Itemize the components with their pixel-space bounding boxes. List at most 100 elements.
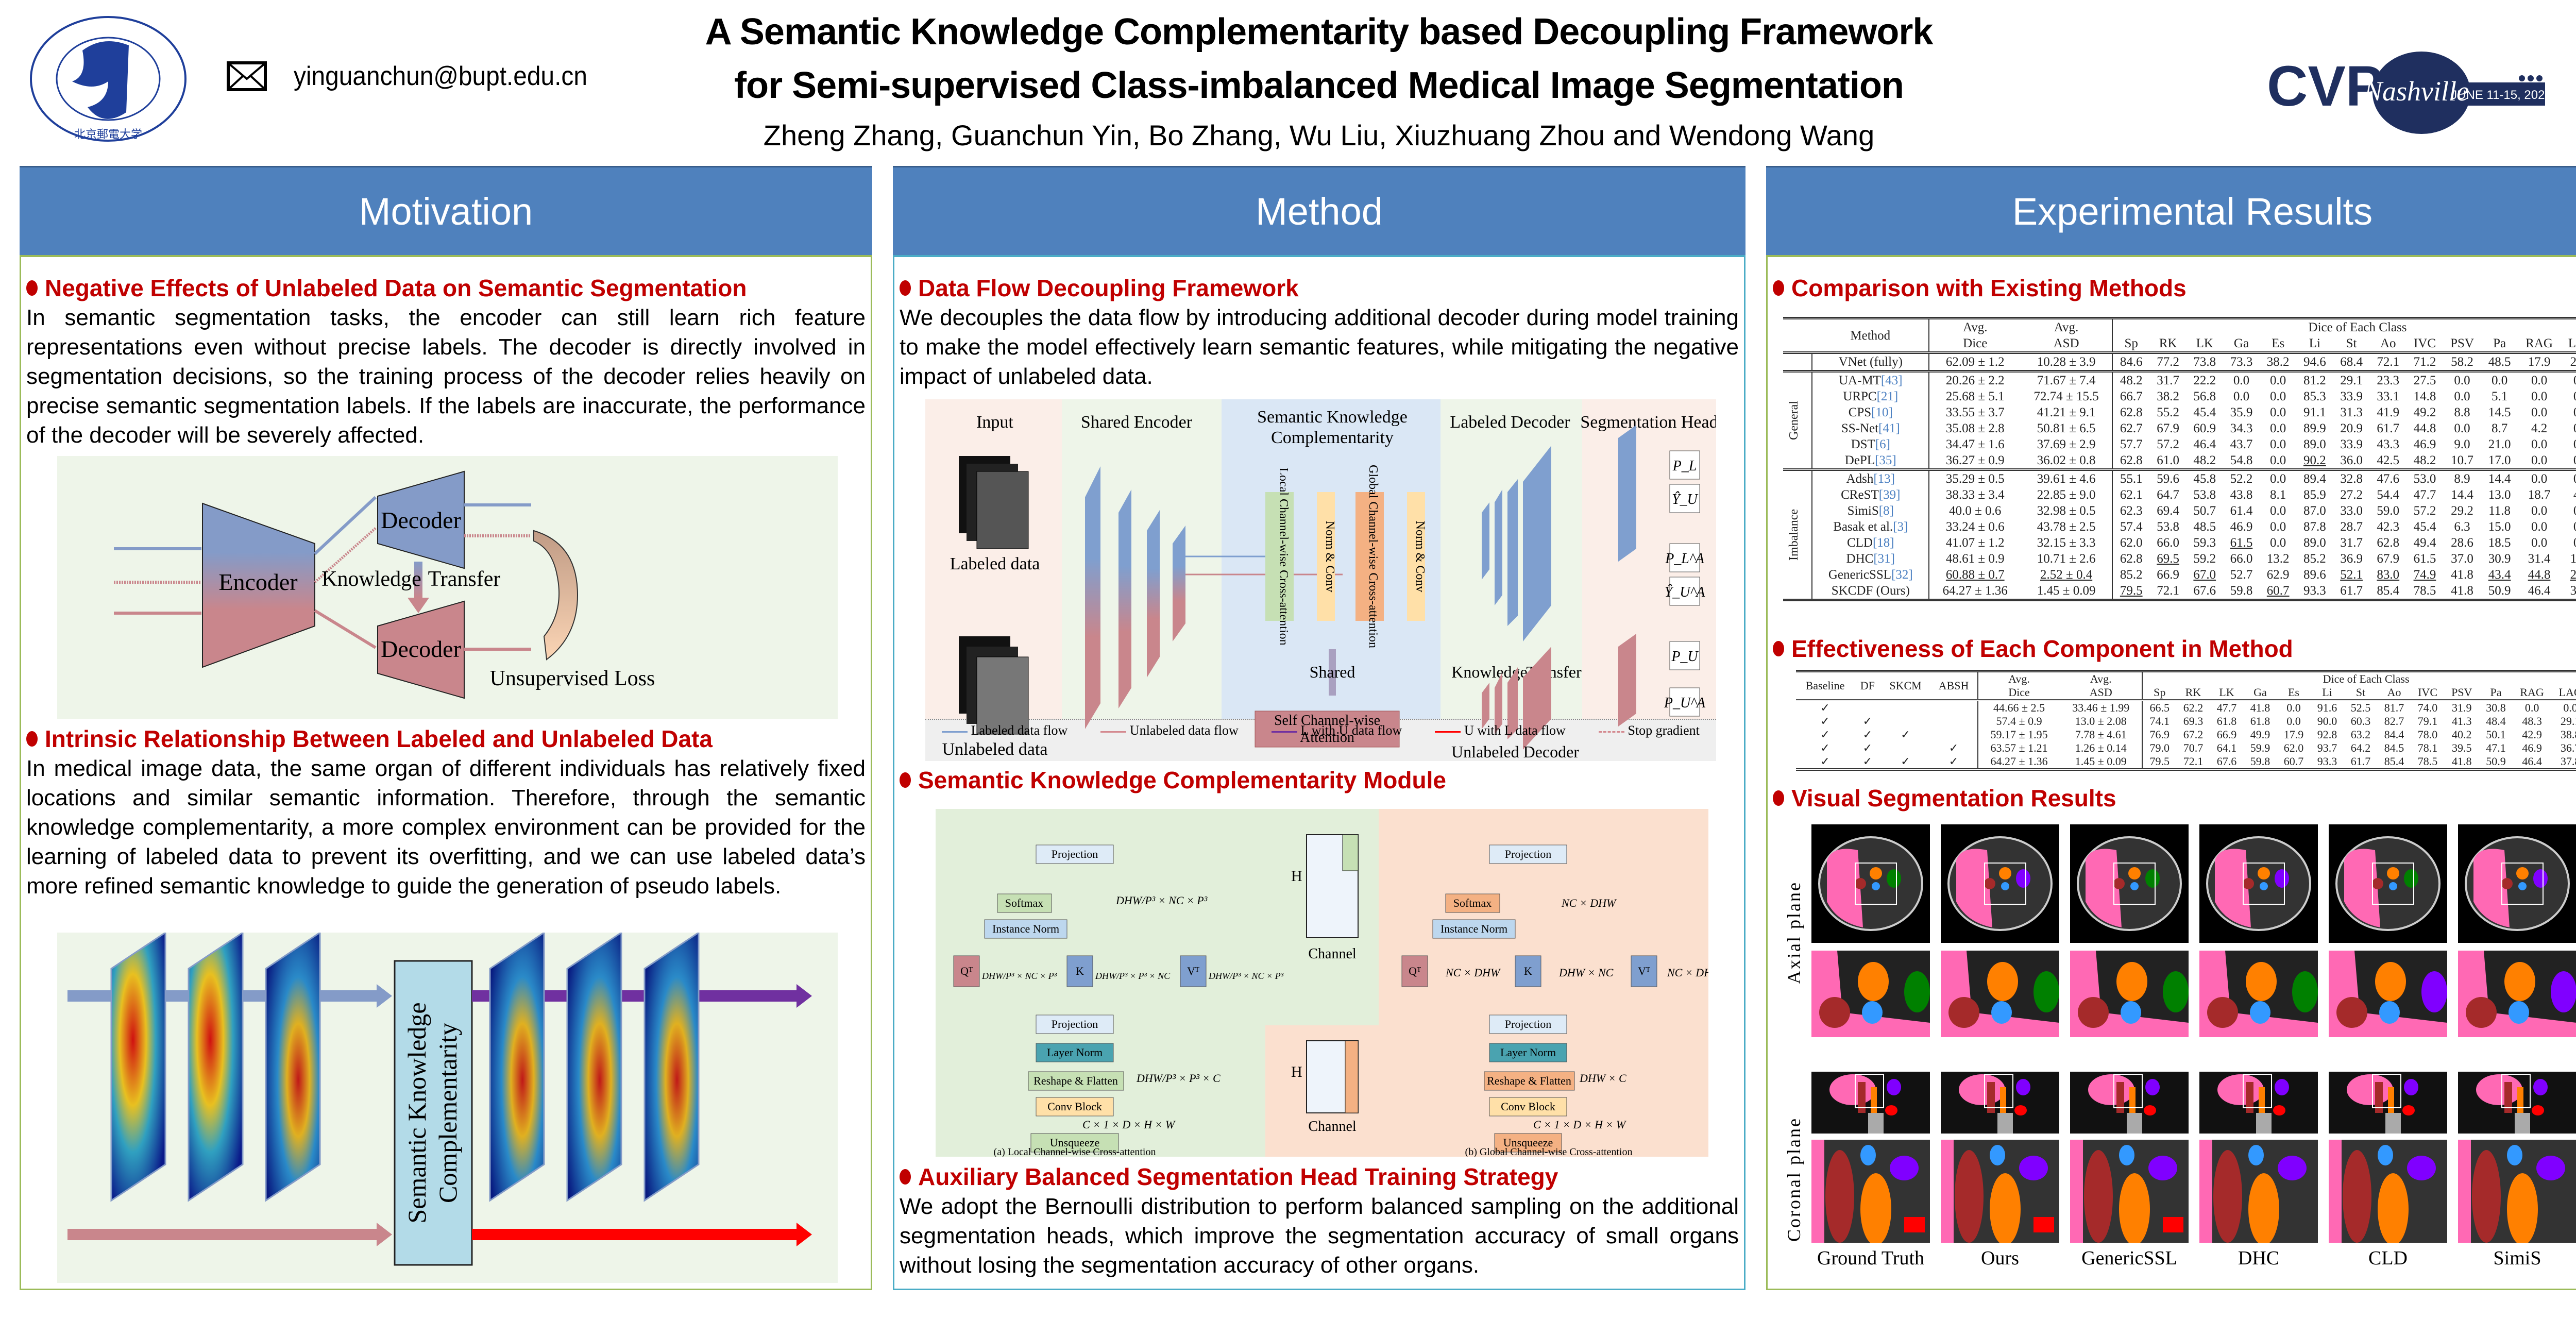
check-cell bbox=[1881, 700, 1930, 715]
table-cell: 41.3 bbox=[2452, 715, 2472, 728]
col-header-method: Method bbox=[1850, 328, 1891, 343]
dice-cell: 0.0 bbox=[2270, 520, 2286, 534]
svg-text:Decoder: Decoder bbox=[381, 636, 461, 662]
svg-text:C × 1 × D × H × W: C × 1 × D × H × W bbox=[1082, 1118, 1176, 1131]
dice-cell: 66.9 bbox=[2157, 568, 2179, 582]
dice-cell: 0.0 bbox=[2561, 452, 2576, 470]
dice-cell: 50.7 bbox=[2193, 504, 2216, 518]
method-column-label: SimiS bbox=[2493, 1247, 2541, 1269]
dice-cell: 45.4 bbox=[2413, 520, 2436, 534]
dice-cell: 18.7 bbox=[2528, 488, 2551, 502]
dice-cell: 33.9 bbox=[2340, 390, 2363, 403]
check-icon: ✓ bbox=[1820, 701, 1830, 714]
dice-cell: 14.4 bbox=[2488, 472, 2511, 486]
table-cell: 33.55 ± 3.7 bbox=[1928, 404, 2021, 420]
table-cell: PSV bbox=[2451, 686, 2472, 699]
dice-cell: 62.0 bbox=[2111, 535, 2150, 551]
method-column-label: CLD bbox=[2368, 1247, 2408, 1269]
table-cell: 79.0 bbox=[2142, 741, 2177, 755]
dice-cell: 69.5 bbox=[2157, 552, 2179, 566]
svg-text:H: H bbox=[1291, 1063, 1302, 1080]
dice-cell: 4.6 bbox=[2561, 487, 2576, 503]
table-cell: Imbalance bbox=[1783, 469, 1813, 600]
table-cell: 61.7 bbox=[2350, 755, 2371, 768]
global-attention-branch: Projection Softmax Instance Norm NC × DH… bbox=[1401, 844, 1708, 1157]
group-label: General bbox=[1787, 401, 1801, 440]
dice-cell: 58.2 bbox=[2451, 355, 2473, 369]
table-cell: 93.3 bbox=[2317, 755, 2337, 768]
email-address[interactable]: yinguanchun@bupt.edu.cn bbox=[294, 61, 587, 91]
dice-cell: 45.4 bbox=[2193, 405, 2216, 419]
dice-cell: 46.4 bbox=[2193, 437, 2216, 451]
dice-cell: 43.4 bbox=[2488, 568, 2511, 582]
dice-cell: 89.0 bbox=[2303, 437, 2326, 451]
dice-cell: 13.0 bbox=[2488, 488, 2511, 502]
dice-cell: 0.0 bbox=[2454, 421, 2470, 435]
dice-cell: 33.0 bbox=[2340, 504, 2363, 518]
table-cell bbox=[1783, 318, 1812, 353]
svg-text:Knowledge: Knowledge bbox=[321, 567, 421, 591]
dice-cell: 89.4 bbox=[2303, 472, 2326, 486]
table-cell: 48.3 bbox=[2522, 715, 2542, 728]
dice-cell: 66.0 bbox=[2230, 552, 2253, 566]
svg-text:Nashville: Nashville bbox=[2363, 76, 2469, 107]
table-cell: 64.27 ± 1.36 bbox=[1928, 583, 2021, 600]
table-cell: 61.8 bbox=[2216, 715, 2237, 728]
dice-cell: 0.0 bbox=[2270, 453, 2286, 467]
svg-text:Softmax: Softmax bbox=[1453, 897, 1492, 909]
svg-text:P_L: P_L bbox=[1672, 458, 1697, 474]
table-cell: 39.61 ± 4.6 bbox=[2037, 472, 2096, 486]
svg-text:K: K bbox=[1524, 965, 1532, 977]
dice-cell: 48.2 bbox=[2413, 453, 2436, 467]
svg-text:Norm & Conv: Norm & Conv bbox=[1323, 521, 1336, 593]
table-cell: 48.4 bbox=[2486, 715, 2506, 728]
dice-cell: 52.1 bbox=[2340, 568, 2363, 582]
segmentation-image bbox=[1941, 951, 2059, 1037]
dice-cell: 35.9 bbox=[2230, 405, 2253, 419]
dice-cell: 50.9 bbox=[2488, 584, 2511, 598]
dice-cell: 0.0 bbox=[2233, 390, 2250, 403]
dice-cell: 38.2 bbox=[2157, 390, 2179, 403]
table-cell: Avg.ASD bbox=[2060, 671, 2142, 701]
dice-cell: 6.3 bbox=[2454, 520, 2470, 534]
svg-text:Transfer: Transfer bbox=[428, 567, 501, 591]
table-cell: 49.9 bbox=[2250, 728, 2270, 741]
dice-cell: 64.7 bbox=[2157, 488, 2179, 502]
section-title: Auxiliary Balanced Segmentation Head Tra… bbox=[918, 1163, 1558, 1190]
dice-cell: 0.0 bbox=[2531, 437, 2548, 451]
table-cell: 84.5 bbox=[2384, 741, 2404, 754]
table-cell: 60.3 bbox=[2350, 715, 2371, 728]
segmentation-image bbox=[2329, 824, 2447, 943]
table-cell: 41.07 ± 1.2 bbox=[1928, 535, 2021, 551]
motivation-panel: Motivation Negative Effects of Unlabeled… bbox=[20, 166, 872, 1290]
segmentation-image bbox=[2329, 951, 2447, 1037]
svg-text:Unsqueeze: Unsqueeze bbox=[1503, 1136, 1553, 1149]
dice-cell: 62.8 bbox=[2377, 536, 2400, 550]
dice-cell: 85.2 bbox=[2303, 552, 2326, 566]
dice-cell: 90.2 bbox=[2303, 453, 2326, 467]
envelope-icon bbox=[227, 61, 267, 91]
legend-item: Labeled data flow bbox=[942, 723, 1067, 738]
svg-text:NC × DHW: NC × DHW bbox=[1561, 897, 1617, 909]
bullet-icon bbox=[900, 772, 911, 788]
table-cell: 48.61 ± 0.9 bbox=[1928, 551, 2021, 567]
dice-cell: 0.0 bbox=[2561, 371, 2576, 389]
table-cell: 69.3 bbox=[2183, 715, 2204, 728]
section-title: Negative Effects of Unlabeled Data on Se… bbox=[45, 275, 747, 301]
skcm-diagram: Projection Softmax Instance Norm Qᵀ K Vᵀ… bbox=[936, 809, 1708, 1157]
svg-text:Shared Encoder: Shared Encoder bbox=[1081, 413, 1193, 432]
dice-cell: 0.0 bbox=[2531, 374, 2548, 387]
svg-text:Semantic Knowledge: Semantic Knowledge bbox=[1257, 408, 1408, 427]
segmentation-image bbox=[1811, 1072, 1930, 1134]
self-attention-block bbox=[1255, 711, 1400, 748]
decoupling-diagram: Encoder Decoder Decoder Knowledge Transf… bbox=[57, 456, 838, 719]
check-cell: ✓ bbox=[1881, 728, 1930, 741]
dice-cell: 0.0 bbox=[2270, 390, 2286, 403]
dice-cell: 8.8 bbox=[2454, 405, 2470, 419]
dice-cell: 85.3 bbox=[2303, 390, 2326, 403]
dice-cell: 59.8 bbox=[2230, 584, 2253, 598]
table-cell: 72.74 ± 15.5 bbox=[2033, 390, 2099, 403]
